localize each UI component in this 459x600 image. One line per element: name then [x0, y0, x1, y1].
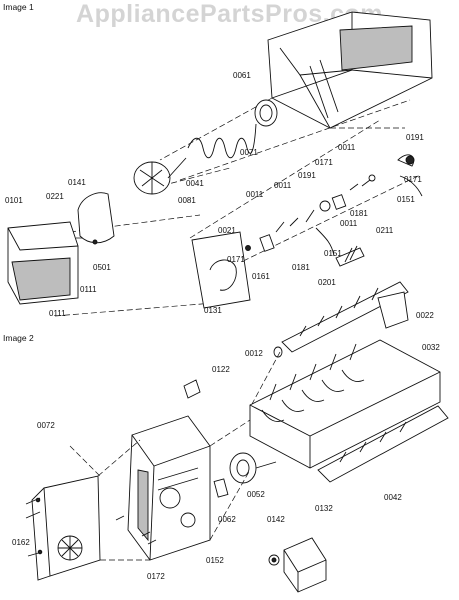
image-1-callout-0041: 0041 [186, 179, 204, 188]
image-1-callout-0191: 0191 [406, 133, 424, 142]
image-1-callout-0171: 0171 [404, 175, 422, 184]
image-1-callout-0011: 0011 [274, 181, 292, 190]
ice-bucket-housing [267, 11, 433, 129]
image-1-callout-0151: 0151 [397, 195, 415, 204]
image-1-callout-0011: 0011 [246, 190, 264, 199]
image-2-callout-0072: 0072 [37, 421, 55, 430]
image-1-callout-0111: 0111 [49, 309, 66, 318]
image-2-callout-0042: 0042 [384, 493, 402, 502]
image-1-callout-0181: 0181 [350, 209, 368, 218]
image-1-callout-0011: 0011 [340, 219, 358, 228]
image-1-diagram [7, 11, 433, 317]
image-2-callout-0172: 0172 [147, 572, 165, 581]
image-1-callout-0011: 0011 [338, 143, 356, 152]
image-2-diagram [25, 281, 449, 593]
section-label-image-2: Image 2 [3, 333, 34, 343]
image-1-callout-0221: 0221 [46, 192, 64, 201]
image-2-callout-0022: 0022 [416, 311, 434, 320]
image-1-callout-0021: 0021 [218, 226, 236, 235]
image-1-callout-0201: 0201 [318, 278, 336, 287]
image-2-callout-0032: 0032 [422, 343, 440, 352]
section-label-image-1: Image 1 [3, 2, 34, 12]
image-1-callout-0161: 0161 [252, 272, 270, 281]
image-1-callout-0181: 0181 [292, 263, 310, 272]
image-1-callout-0081: 0081 [178, 196, 196, 205]
image-1-callout-0501: 0501 [93, 263, 111, 272]
image-2-callout-0152: 0152 [206, 556, 224, 565]
image-2-callout-0122: 0122 [212, 365, 230, 374]
image-1-callout-0151: 0151 [324, 249, 342, 258]
image-1-callout-0171: 0171 [227, 255, 245, 264]
image-1-callout-0171: 0171 [315, 158, 333, 167]
image-2-callout-0162: 0162 [12, 538, 30, 547]
image-2-callout-0052: 0052 [247, 490, 265, 499]
image-1-callout-0191: 0191 [298, 171, 316, 180]
image-1-callout-0141: 0141 [68, 178, 86, 187]
image-1-callout-0131: 0131 [204, 306, 222, 315]
image-2-callout-0142: 0142 [267, 515, 285, 524]
callout-labels: 0061 0071 0041 0081 0141 0221 0101 0501 0111 0111… [5, 71, 440, 581]
image-2-callout-0062: 0062 [218, 515, 236, 524]
image-2-callout-0132: 0132 [315, 504, 333, 513]
image-1-callout-0211: 0211 [376, 226, 394, 235]
image-1-callout-0061: 0061 [233, 71, 251, 80]
image-2-callout-0012: 0012 [245, 349, 263, 358]
image-1-callout-0101: 0101 [5, 196, 23, 205]
image-1-callout-0111: 0111 [80, 285, 97, 294]
image-1-callout-0071: 0071 [240, 148, 258, 157]
